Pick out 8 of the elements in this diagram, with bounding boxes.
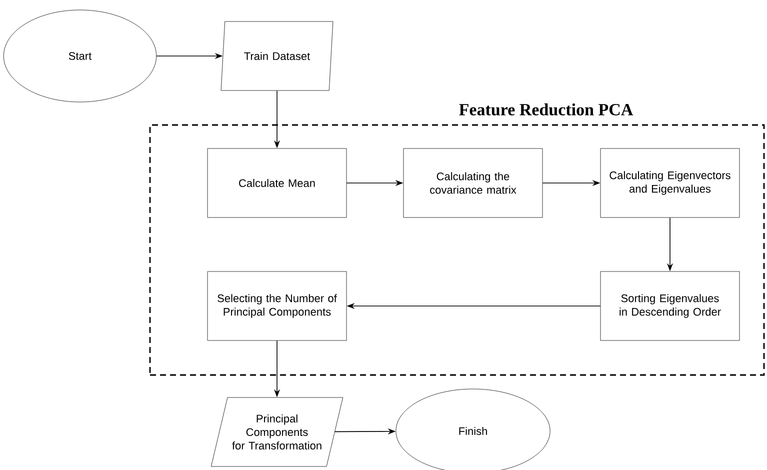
process-box: Calculating Eigenvectors and Eigenvalues	[600, 148, 740, 218]
process-box: Calculate Mean	[207, 148, 347, 218]
process-box: Calculating the covariance matrix	[403, 148, 543, 218]
data-parallelogram: Principal Components for Transformation	[210, 397, 344, 467]
process-box: Sorting Eigenvalues in Descending Order	[600, 271, 740, 341]
process-box: Selecting the Number of Principal Components	[207, 271, 347, 341]
data-parallelogram: Train Dataset	[220, 21, 334, 91]
node-label: Feature Reduction PCA	[459, 103, 634, 116]
